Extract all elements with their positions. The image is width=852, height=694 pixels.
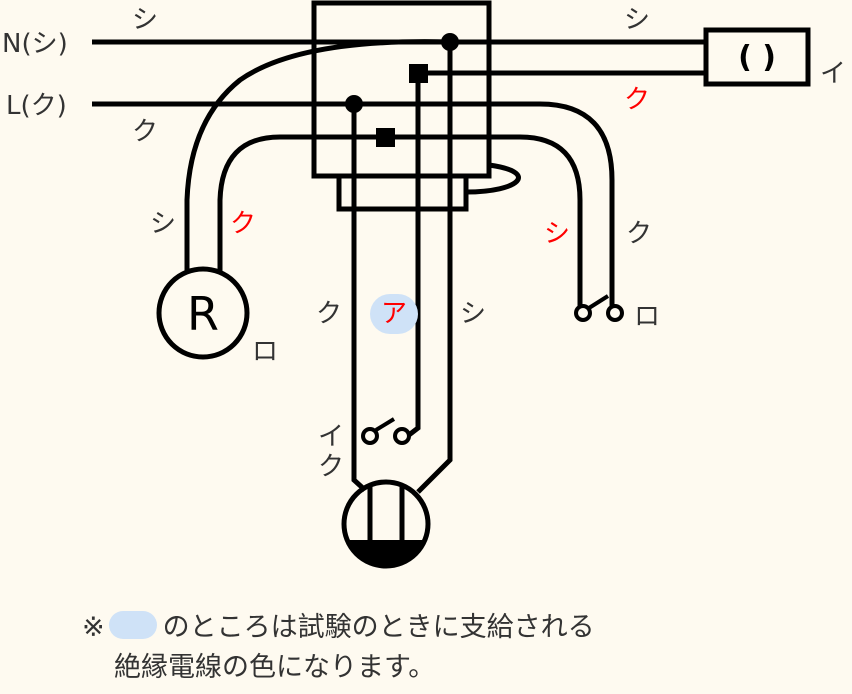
switch-ro-lever (587, 294, 610, 310)
label-switch-ro-right: ク (626, 219, 652, 249)
footnote-line-2: 絶縁電線の色になります。 (114, 652, 436, 683)
switch-ro-label: ロ (634, 302, 660, 332)
junction-dot-n (441, 33, 459, 51)
wire-lamp-ku (351, 104, 367, 492)
wire-switch-i (403, 73, 421, 440)
receptacle-circle (156, 266, 250, 360)
fixture-box (703, 27, 811, 87)
label-top-left-n: シ (132, 5, 158, 35)
wire-lamp-shi (416, 42, 453, 494)
switch-i-terminal-1 (361, 427, 379, 445)
wire-switch-ro-shi (385, 134, 583, 310)
switch-ro-terminal-2 (606, 304, 624, 322)
label-switch-i: イ (318, 422, 344, 452)
wire-receptacle-l (217, 134, 385, 272)
footnote-mark: ※ (82, 612, 105, 643)
label-top-right-n: シ (624, 5, 650, 35)
label-receptacle-left: シ (150, 209, 176, 239)
label-switch-i-wire: ク (318, 452, 344, 482)
junction-box-lower (336, 173, 469, 212)
label-top-left-l: ク (132, 117, 158, 147)
highlight-swatch (108, 611, 157, 639)
label-switch-ro-left: シ (544, 219, 570, 249)
footnote-line-1: ※ のところは試験のときに支給される (82, 608, 595, 648)
footnote: ※ のところは試験のときに支給される 絶縁電線の色になります。 (82, 608, 595, 688)
label-receptacle-right: ク (230, 209, 256, 239)
wire-receptacle-n (184, 39, 451, 272)
lamp-fill (344, 540, 428, 566)
connector-square-1 (409, 64, 428, 83)
label-lamp-left: ク (316, 299, 342, 329)
label-source-l: L(ク) (6, 91, 67, 121)
switch-ro-terminal-1 (574, 304, 592, 322)
switch-i-lever (374, 417, 396, 432)
fixture-symbol: ( ) (738, 40, 776, 75)
label-source-n: N(シ) (2, 29, 68, 59)
connector-square-2 (376, 128, 395, 147)
junction-dot-l (345, 95, 363, 113)
cable-loop (465, 162, 521, 195)
switch-i-terminal-2 (393, 427, 411, 445)
lamp-circle (341, 479, 431, 569)
label-lamp-right: シ (460, 299, 486, 329)
answer-highlight (370, 294, 418, 334)
label-answer-a: ア (381, 299, 407, 329)
receptacle-symbol: R (187, 287, 219, 341)
footnote-text-1: のところは試験のときに支給される (162, 612, 595, 643)
receptacle-label: ロ (252, 337, 278, 367)
junction-box (311, 0, 492, 179)
label-top-right-red: ク (624, 85, 650, 115)
fixture-label: イ (820, 59, 846, 89)
wire-l-to-switch-ro (354, 101, 615, 310)
